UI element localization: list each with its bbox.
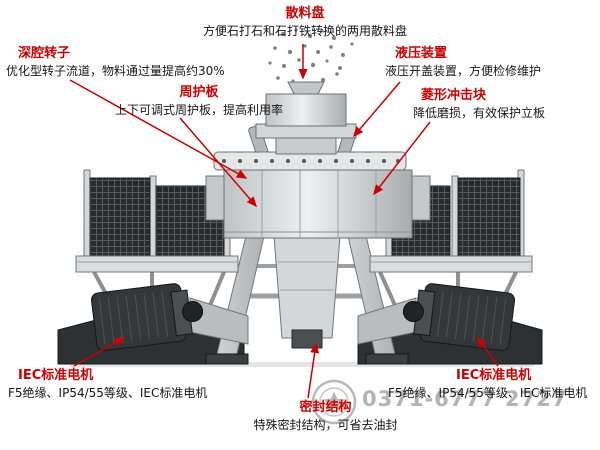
callout-desc: F5绝缘、IP54/55等级、IEC标准电机: [8, 386, 208, 400]
watermark-logo: [308, 376, 360, 432]
callout-desc: 特殊密封结构，可省去油封: [253, 418, 398, 432]
callout-title: IEC标准电机: [18, 368, 94, 383]
callout-motor-right: IEC标准电机 F5绝缘、IP54/55等级、IEC标准电机: [388, 368, 598, 400]
callout-title: 液压装置: [395, 46, 448, 61]
callout-guard-plate: 周护板 上下可调式周护板，提高利用率: [104, 85, 294, 117]
right-guard-mesh-2: [457, 177, 521, 257]
falling-particles: [268, 28, 354, 83]
callout-scatter-plate: 散料盘 方便石打石和石打铁转换的两用散料盘: [160, 6, 450, 38]
callout-title: 散料盘: [285, 6, 325, 21]
right-motor: [402, 283, 516, 352]
callout-desc: 降低磨损，有效保护立板: [413, 106, 546, 120]
callout-deep-rotor: 深腔转子 优化型转子流道，物料通过量提高约30%: [6, 46, 266, 78]
callout-title: 密封结构: [299, 400, 352, 415]
callout-hydraulic: 液压装置 液压开盖装置，方便检修维护: [385, 46, 590, 78]
callout-seal: 密封结构 特殊密封结构，可省去油封: [243, 400, 408, 432]
feed-hopper: [255, 81, 357, 155]
callout-title: 周护板: [179, 85, 219, 100]
lead-guard-plate: [179, 117, 257, 208]
lead-motor-left: [73, 337, 126, 367]
callout-desc: 方便石打石和石打铁转换的两用散料盘: [202, 24, 407, 38]
lead-hydraulic: [353, 81, 401, 138]
lead-motor-right: [477, 336, 499, 367]
callout-desc: 优化型转子流道，物料通过量提高约30%: [6, 64, 225, 78]
star-emblem-icon: [311, 379, 357, 425]
watermark-phone: 0371-6777 2727: [362, 387, 568, 411]
left-guard-mesh: [89, 177, 151, 257]
callout-desc: 上下可调式周护板，提高利用率: [114, 103, 283, 117]
callout-title: IEC标准电机: [456, 368, 532, 383]
left-motor: [90, 283, 204, 352]
callout-motor-left: IEC标准电机 F5绝缘、IP54/55等级、IEC标准电机: [8, 368, 240, 400]
callout-title: 深腔转子: [18, 46, 71, 61]
callout-desc: 液压开盖装置，方便检修维护: [385, 64, 542, 78]
lead-impact-block: [373, 121, 431, 196]
callout-desc: F5绝缘、IP54/55等级、IEC标准电机: [388, 386, 588, 400]
callout-impact-block: 菱形冲击块 降低磨损，有效保护立板: [413, 88, 595, 120]
lead-seal: [307, 342, 320, 399]
lead-deep-rotor: [69, 79, 248, 179]
callout-title: 菱形冲击块: [421, 88, 487, 103]
crusher-lid: [213, 125, 407, 171]
ground-shadow: [70, 362, 534, 367]
